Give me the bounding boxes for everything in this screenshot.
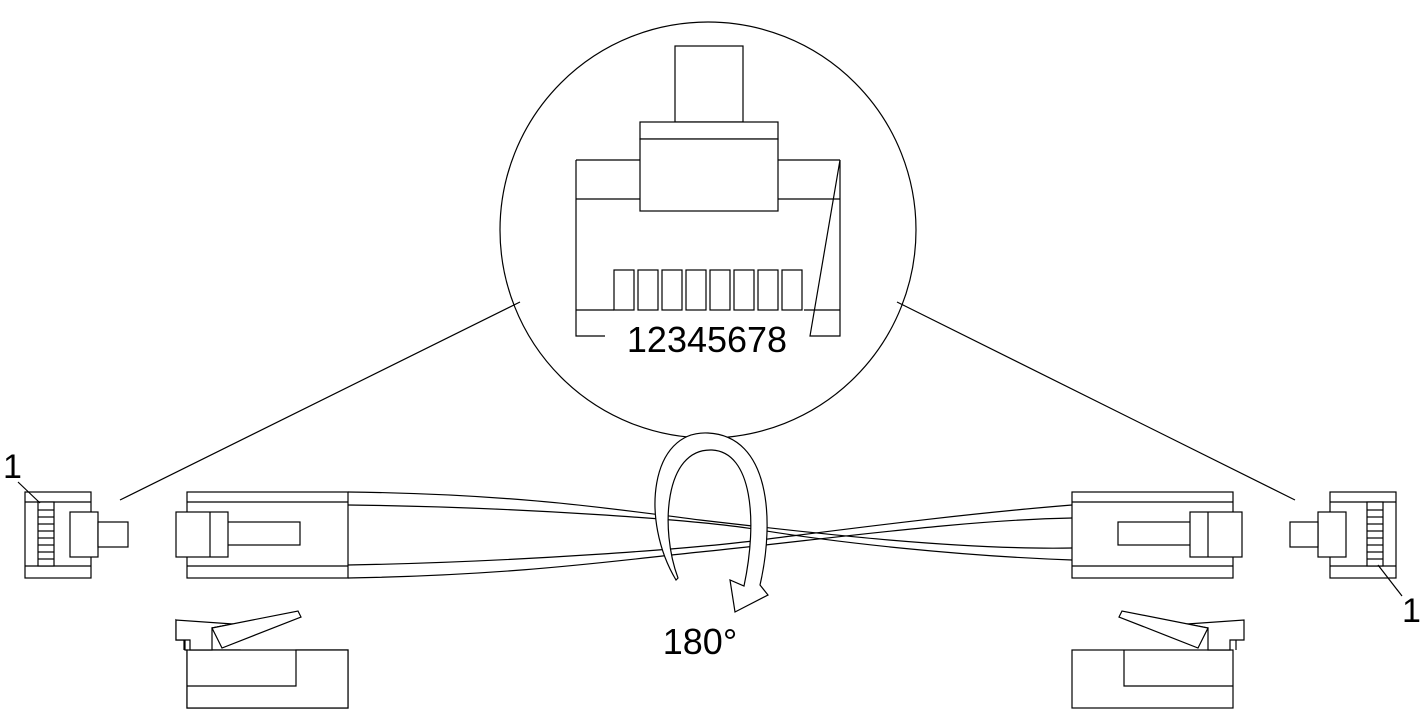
flat-cable [347, 491, 1073, 579]
rotation-arrow: 180° [654, 432, 769, 662]
right-end-connector: 1 [1289, 491, 1421, 630]
pin-lines [1367, 509, 1383, 560]
latch-tab [97, 521, 129, 548]
pin-lines [38, 509, 54, 560]
contact-slot [637, 269, 659, 311]
leader-line-right [896, 301, 1296, 501]
latch-block [1317, 511, 1347, 558]
rotation-label: 180° [663, 621, 737, 662]
right-plug-top-view [1071, 491, 1243, 579]
latch-block [69, 511, 99, 558]
contact-slot [733, 269, 755, 311]
pin-one-label-right: 1 [1402, 592, 1421, 630]
cable-edge [347, 491, 1073, 549]
contact-slots [613, 269, 803, 311]
latch-head [175, 511, 229, 558]
cable-edge [347, 504, 1073, 561]
pin-one-leader [17, 481, 41, 504]
left-plug-side-view [175, 610, 349, 709]
plug-side-step [1123, 650, 1233, 687]
contact-slot [781, 269, 803, 311]
left-plug-top-view [175, 491, 349, 579]
pin-one-label-left: 1 [3, 448, 22, 486]
contact-slot [757, 269, 779, 311]
plug-side-body [1071, 649, 1234, 709]
contact-slot [685, 269, 707, 311]
pin-one-leader [1377, 564, 1403, 597]
latch-tab [1289, 521, 1319, 548]
leader-line-left [119, 301, 521, 501]
cable-edge [347, 517, 1073, 579]
latch-shoulder [639, 121, 779, 140]
latch-base [639, 138, 779, 212]
cable-edge [347, 504, 1073, 566]
pin-number-label: 12345678 [627, 319, 787, 360]
contact-slot [709, 269, 731, 311]
rotation-arrow-body [654, 432, 769, 613]
right-plug-side-view [1071, 610, 1245, 709]
plug-body-outline [575, 159, 841, 337]
latch-arm [211, 610, 302, 649]
contact-slot [661, 269, 683, 311]
contact-slot [613, 269, 635, 311]
pin-strip [37, 501, 55, 567]
pin-strip [1366, 501, 1384, 567]
plug-side-body [186, 649, 349, 709]
magnified-connector-view: 12345678 [499, 21, 917, 439]
latch-tab [674, 45, 744, 123]
left-end-connector: 1 [3, 448, 129, 579]
plug-side-step [187, 650, 297, 687]
latch-head [1189, 511, 1243, 558]
latch-arm [1118, 610, 1209, 649]
